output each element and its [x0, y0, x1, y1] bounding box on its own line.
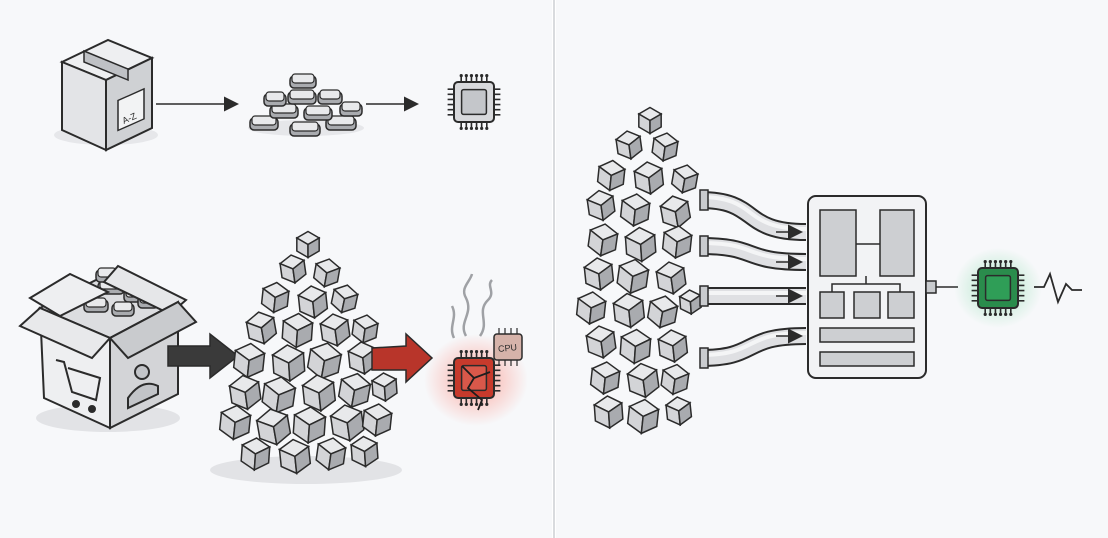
wall-cube [614, 130, 643, 161]
pile-cube [312, 258, 342, 289]
wall-cube [626, 362, 660, 399]
wall-cube [626, 398, 661, 435]
pipes-icon [699, 189, 807, 369]
wall-cube [611, 292, 646, 329]
tile [325, 115, 357, 131]
pile-cube [315, 437, 348, 472]
wall-cube [670, 164, 700, 195]
user-icon [127, 364, 159, 410]
tile [263, 91, 287, 107]
wall-cube [582, 257, 615, 292]
wall-cube [678, 289, 702, 316]
cpu-badge: CPU [493, 328, 523, 366]
tile [289, 73, 317, 89]
closed-box-icon: A-Z [54, 38, 158, 152]
pile-cube [329, 404, 365, 443]
pile-cube [330, 284, 360, 314]
wall-cube [619, 328, 653, 365]
wall-cube [587, 223, 620, 258]
wall-cube [637, 106, 663, 135]
pile-cube [240, 437, 272, 472]
pile-cube [218, 404, 253, 441]
pile-cube [277, 438, 312, 475]
chip-body [447, 74, 501, 130]
pile-cube [361, 403, 394, 438]
tile [249, 115, 279, 131]
arrow-dark [167, 332, 240, 380]
pile-cube [370, 372, 398, 403]
signal-icon [1034, 271, 1082, 305]
processor-board-icon [807, 195, 958, 379]
wall-cube [589, 361, 622, 396]
pile-cube [228, 374, 262, 411]
pile-cube [318, 313, 351, 348]
pile-cube [260, 281, 291, 314]
wall-cube [660, 363, 691, 396]
chip-ok-body [971, 260, 1025, 316]
wall-cube [654, 261, 687, 296]
tile [289, 121, 321, 137]
open-box-icon [18, 264, 198, 432]
pile-cube [292, 406, 327, 445]
wall-cube [664, 396, 693, 427]
wall-cube [623, 226, 657, 263]
tile [317, 89, 343, 105]
cube-wall-icon [575, 106, 702, 435]
tile [287, 89, 317, 105]
wall-cube [651, 132, 680, 163]
pile-cube [255, 408, 292, 447]
wall-cube [575, 291, 608, 326]
wall-cube [616, 258, 650, 295]
cart-icon [55, 359, 102, 413]
small-pile-icon [248, 73, 364, 137]
pile-cube [337, 372, 372, 409]
wall-cube [619, 193, 652, 228]
tile [303, 105, 333, 121]
wall-cube [584, 325, 617, 360]
wall-cube [632, 161, 665, 196]
pile-cube [278, 254, 307, 285]
chip-icon [447, 74, 501, 130]
tile [339, 101, 363, 117]
overheating-chip-icon: CPU [424, 273, 528, 426]
pile-cube [295, 230, 321, 259]
large-pile-icon [210, 230, 402, 484]
pile-cube [306, 342, 343, 381]
wall-cube [661, 225, 694, 260]
wall-cube [656, 329, 689, 364]
pile-cube [296, 285, 329, 320]
wall-cube [585, 189, 616, 222]
wall-cube [596, 159, 627, 192]
arrow-red [371, 332, 434, 384]
wall-cube [592, 395, 624, 430]
smoke-icon [450, 273, 494, 339]
cpu-label: CPU [498, 342, 518, 354]
pile-cube [244, 311, 278, 346]
pile-cube [281, 312, 315, 349]
pile-cube [271, 344, 306, 383]
pile-cube [301, 374, 337, 413]
pile-cube [349, 435, 379, 468]
crack-icon [461, 365, 491, 411]
box-tile [111, 301, 135, 317]
healthy-chip-icon [954, 248, 1042, 328]
wall-cube [646, 295, 680, 330]
